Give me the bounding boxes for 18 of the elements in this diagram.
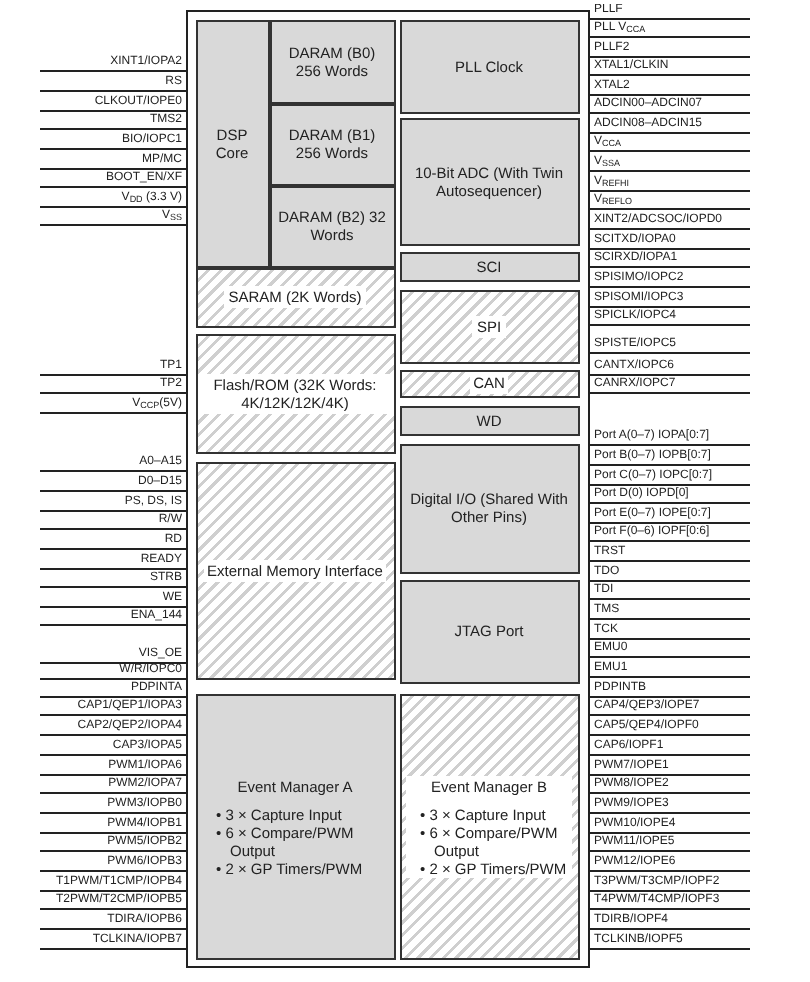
memory-block	[269, 19, 395, 103]
spi-block	[399, 289, 579, 363]
adc-block	[399, 117, 579, 245]
can-block	[399, 369, 579, 397]
memory-block	[269, 103, 395, 185]
io-block	[399, 443, 579, 573]
watchdog-block	[399, 405, 579, 435]
clock-block	[399, 19, 579, 113]
chip-outline	[186, 10, 590, 968]
sci-block	[399, 251, 579, 281]
jtag-block	[399, 579, 579, 683]
memory-block	[269, 185, 395, 267]
memory-block	[195, 267, 395, 327]
event-manager-block	[195, 693, 395, 959]
interface-block	[195, 461, 395, 679]
memory-block	[195, 333, 395, 453]
core-block	[195, 19, 269, 267]
event-manager-block	[399, 693, 579, 959]
